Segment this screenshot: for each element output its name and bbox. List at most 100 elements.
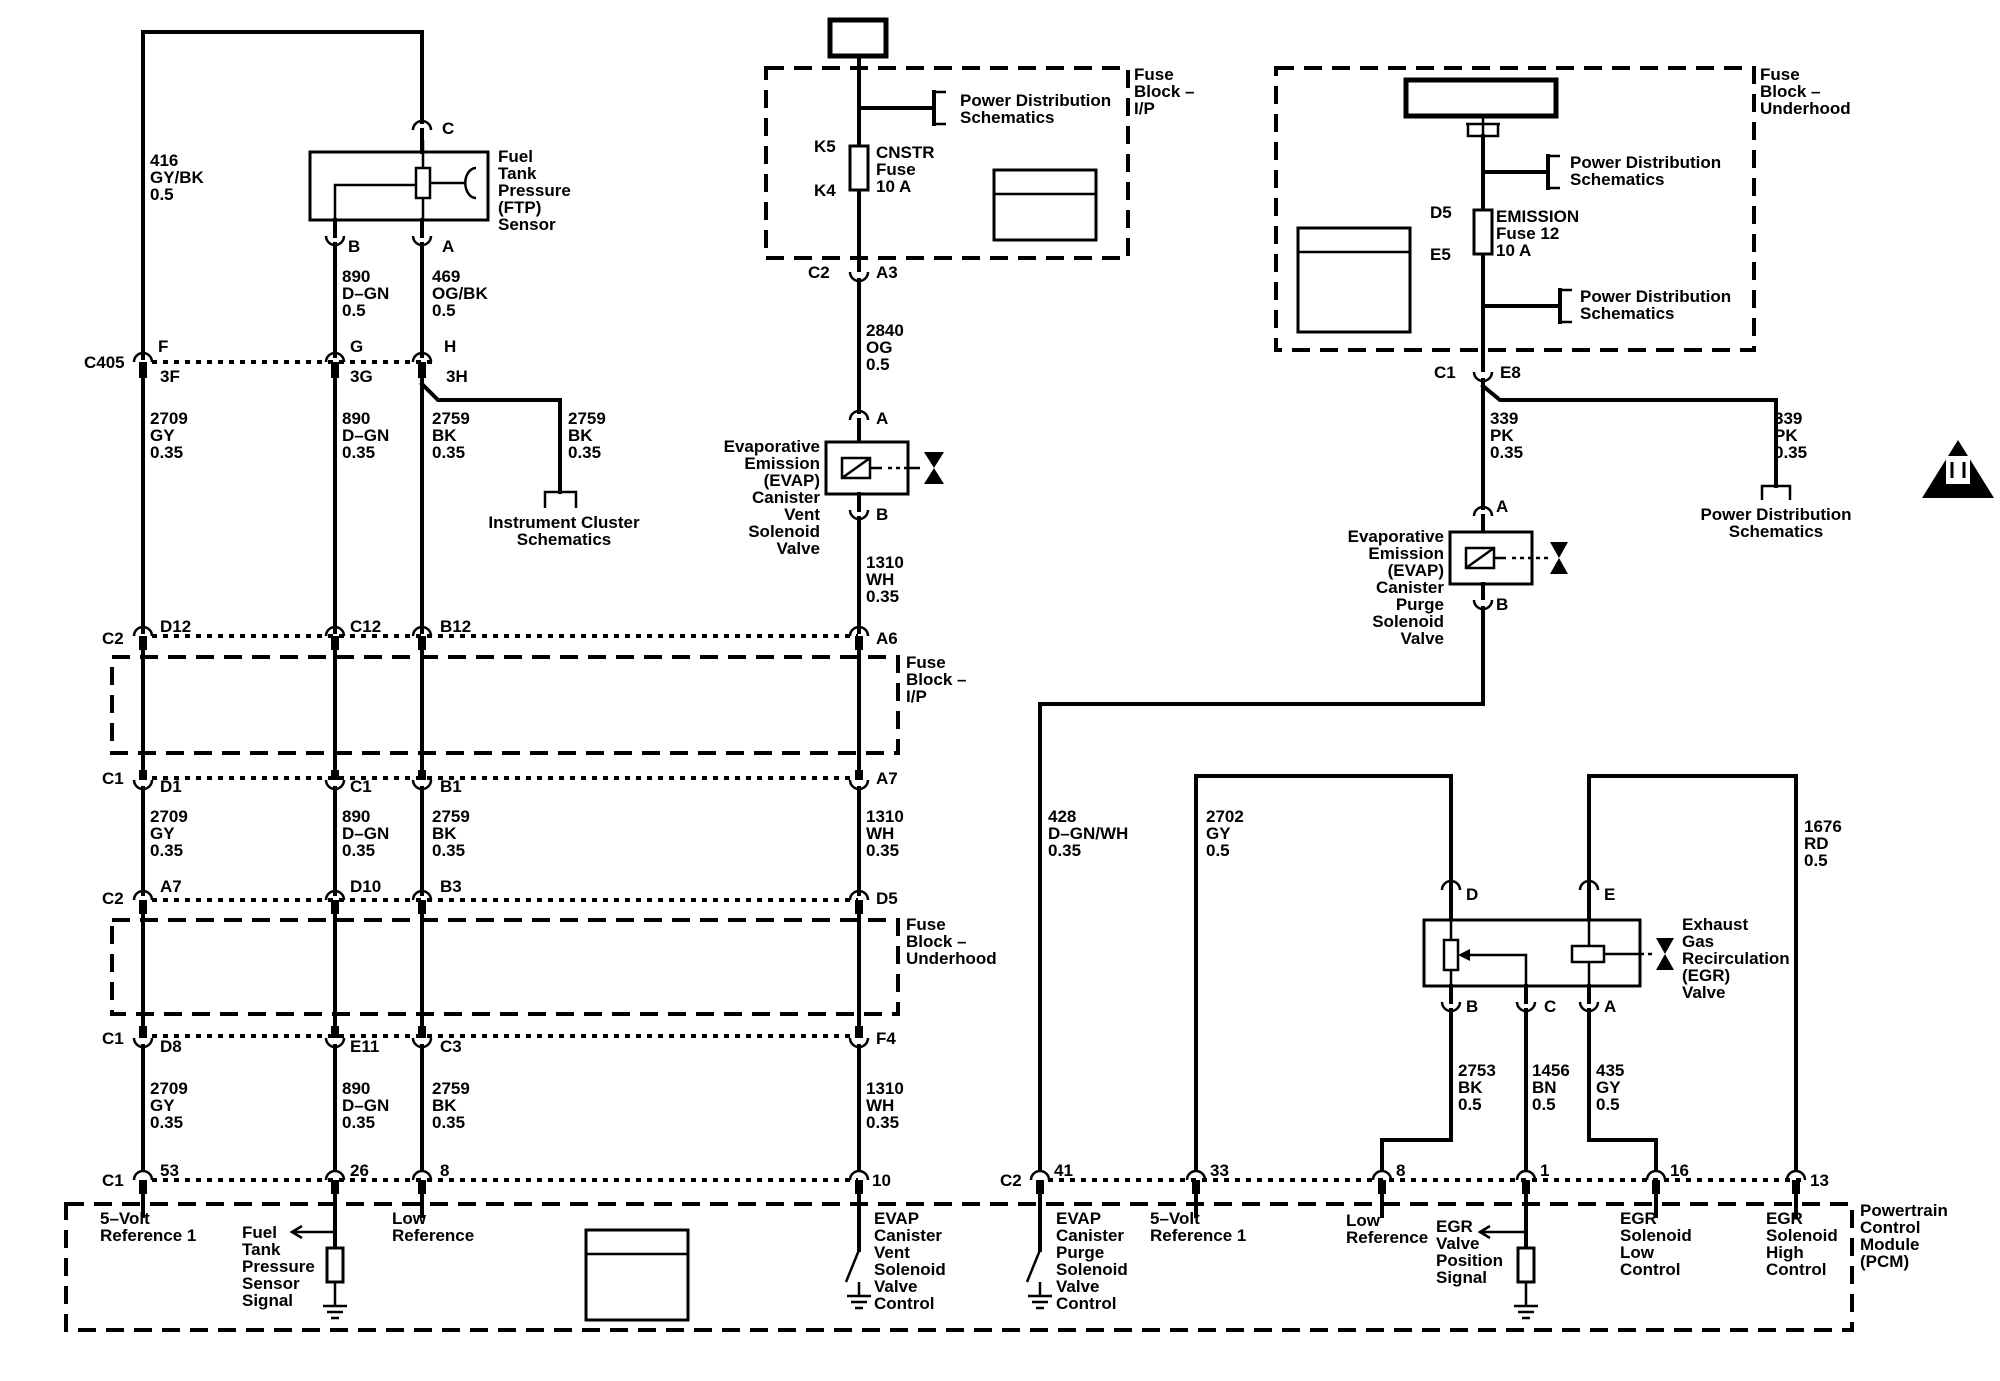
- connector-label-a6: A6: [876, 629, 898, 648]
- wire-label-w2753: 0.5: [1458, 1095, 1482, 1114]
- fuse-block-underhood-top-label: Fuse: [1760, 65, 1800, 84]
- ftp-sensor-label: Fuel: [498, 147, 533, 166]
- emission-fuse-label: Fuse 12: [1496, 224, 1559, 243]
- wire-label-w1456: BN: [1532, 1078, 1557, 1097]
- wire-label-w2759a: 2759: [432, 409, 470, 428]
- wire-label-w890d: 0.35: [342, 1113, 375, 1132]
- connector-label-h: H: [444, 337, 456, 356]
- wire-label-w1310b: 1310: [866, 807, 904, 826]
- connector-label-a3: A3: [876, 263, 898, 282]
- fuse-block-underhood-mid-label: Underhood: [906, 949, 997, 968]
- fuse-block-ip-top: [764, 66, 1130, 260]
- wire-label-w1310c: 1310: [866, 1079, 904, 1098]
- egr-valve-label: (EGR): [1682, 966, 1730, 985]
- wire-label-w339a: 339: [1490, 409, 1518, 428]
- wire-label-w2759a: BK: [432, 426, 457, 445]
- egr-valve-label: Exhaust: [1682, 915, 1748, 934]
- power-distribution-label: Power Distribution: [960, 91, 1111, 110]
- wire-label-w1676: 0.5: [1804, 851, 1828, 870]
- wire-label-w428: D–GN/WH: [1048, 824, 1128, 843]
- connector-label-p16: 16: [1670, 1161, 1689, 1180]
- wire-label-w890a: D–GN: [342, 284, 389, 303]
- wire-label-w2759d: BK: [432, 1096, 457, 1115]
- pcm-terminal-low-ref-2: Low: [1346, 1211, 1381, 1230]
- wire-label-w1310a: 0.35: [866, 587, 899, 606]
- connector-label-p1: 1: [1540, 1161, 1549, 1180]
- evap-vent-solenoid-label: Evaporative: [724, 437, 820, 456]
- connector-label-c1: C1: [102, 1171, 124, 1190]
- pcm-terminal-egr-high: Control: [1766, 1260, 1826, 1279]
- ftp-sensor-label: Tank: [498, 164, 537, 183]
- pcm-terminal-evap-vent: Valve: [874, 1277, 918, 1296]
- wire-416: [141, 30, 424, 360]
- instrument-cluster-label: Schematics: [517, 530, 612, 549]
- wire-label-w416: 416: [150, 151, 178, 170]
- wire-label-w469: OG/BK: [432, 284, 488, 303]
- wire-label-w1310c: 0.35: [866, 1113, 899, 1132]
- pcm-terminal-evap-vent: Control: [874, 1294, 934, 1313]
- connector-label-a7b: A7: [160, 877, 182, 896]
- fuse-block-underhood-mid-label: Block –: [906, 932, 966, 951]
- connector-label-b: B: [1466, 997, 1478, 1016]
- wire-label-w1310a: 1310: [866, 553, 904, 572]
- connector-label-k4: K4: [814, 181, 836, 200]
- connector-label-d12: D12: [160, 617, 191, 636]
- connector-label-p41: 41: [1054, 1161, 1073, 1180]
- pcm-terminal-egr-position: EGR: [1436, 1217, 1473, 1236]
- pcm-terminal-egr-position: Valve: [1436, 1234, 1480, 1253]
- pcm-terminal-evap-vent: Solenoid: [874, 1260, 946, 1279]
- connector-label-p33: 33: [1210, 1161, 1229, 1180]
- connector-label-c3: C3: [440, 1037, 462, 1056]
- wire-label-w339b: PK: [1774, 426, 1798, 445]
- wire-label-w428: 0.35: [1048, 841, 1081, 860]
- pcm-terminal-evap-purge: Canister: [1056, 1226, 1124, 1245]
- pcm-terminal-ftp-signal: Pressure: [242, 1257, 315, 1276]
- connector-label-k5: K5: [814, 137, 836, 156]
- connector-label-a7: A7: [876, 769, 898, 788]
- connector-label-b12: B12: [440, 617, 471, 636]
- wire-label-w2753: 2753: [1458, 1061, 1496, 1080]
- wire-label-w890a: 0.5: [342, 301, 366, 320]
- evap-vent-solenoid-label: Canister: [752, 488, 820, 507]
- wire-label-w2709c: GY: [150, 1096, 175, 1115]
- wire-label-w2759c: BK: [432, 824, 457, 843]
- wire-label-w2840: 0.5: [866, 355, 890, 374]
- wire-label-w2709c: 2709: [150, 1079, 188, 1098]
- wire-label-w2702: 2702: [1206, 807, 1244, 826]
- pcm-terminal-ref5v-2: Reference 1: [1150, 1226, 1246, 1245]
- pcm-terminal-evap-purge: Control: [1056, 1294, 1116, 1313]
- wire-label-w1456: 0.5: [1532, 1095, 1556, 1114]
- connector-label-b1: B1: [440, 777, 462, 796]
- pcm-terminal-egr-low: Control: [1620, 1260, 1680, 1279]
- evap-purge-solenoid: [1448, 530, 1534, 586]
- connector-label-e: E: [1604, 885, 1615, 904]
- connector-label-e5: E5: [1430, 245, 1451, 264]
- wire-label-w1310b: WH: [866, 824, 894, 843]
- connector-label-c12: C12: [350, 617, 381, 636]
- connector-label-c1b: C1: [350, 777, 372, 796]
- wire-label-w890a: 890: [342, 267, 370, 286]
- wire-label-w2709b: GY: [150, 824, 175, 843]
- pcm-terminal-low-ref-2: Reference: [1346, 1228, 1428, 1247]
- power-distribution-label: Power Distribution: [1570, 153, 1721, 172]
- wire-label-w2709c: 0.35: [150, 1113, 183, 1132]
- fuse-block-underhood-mid: [110, 918, 900, 1016]
- evap-purge-solenoid-label: Solenoid: [1372, 612, 1444, 631]
- pcm-terminal-ref5v-1: 5–Volt: [100, 1209, 150, 1228]
- wire-label-w890d: 890: [342, 1079, 370, 1098]
- connector-label-e11: E11: [350, 1037, 379, 1056]
- wire-label-w435: 435: [1596, 1061, 1624, 1080]
- ptrain-relay-box: [1403, 77, 1559, 119]
- egr-valve-label: Gas: [1682, 932, 1714, 951]
- wire-label-w339b: 0.35: [1774, 443, 1807, 462]
- pcm-label: Module: [1860, 1235, 1920, 1254]
- connector-label-a: A: [1496, 497, 1508, 516]
- wire-label-w2840: OG: [866, 338, 892, 357]
- fuse-block-ip-mid-label: Fuse: [906, 653, 946, 672]
- evap-vent-solenoid-label: (EVAP): [764, 471, 820, 490]
- wire-label-w890c: D–GN: [342, 824, 389, 843]
- pcm-terminal-evap-vent: Vent: [874, 1243, 910, 1262]
- connector-label-g3: 3G: [350, 367, 373, 386]
- wire-label-w2709a: 2709: [150, 409, 188, 428]
- ftp-sensor-label: (FTP): [498, 198, 541, 217]
